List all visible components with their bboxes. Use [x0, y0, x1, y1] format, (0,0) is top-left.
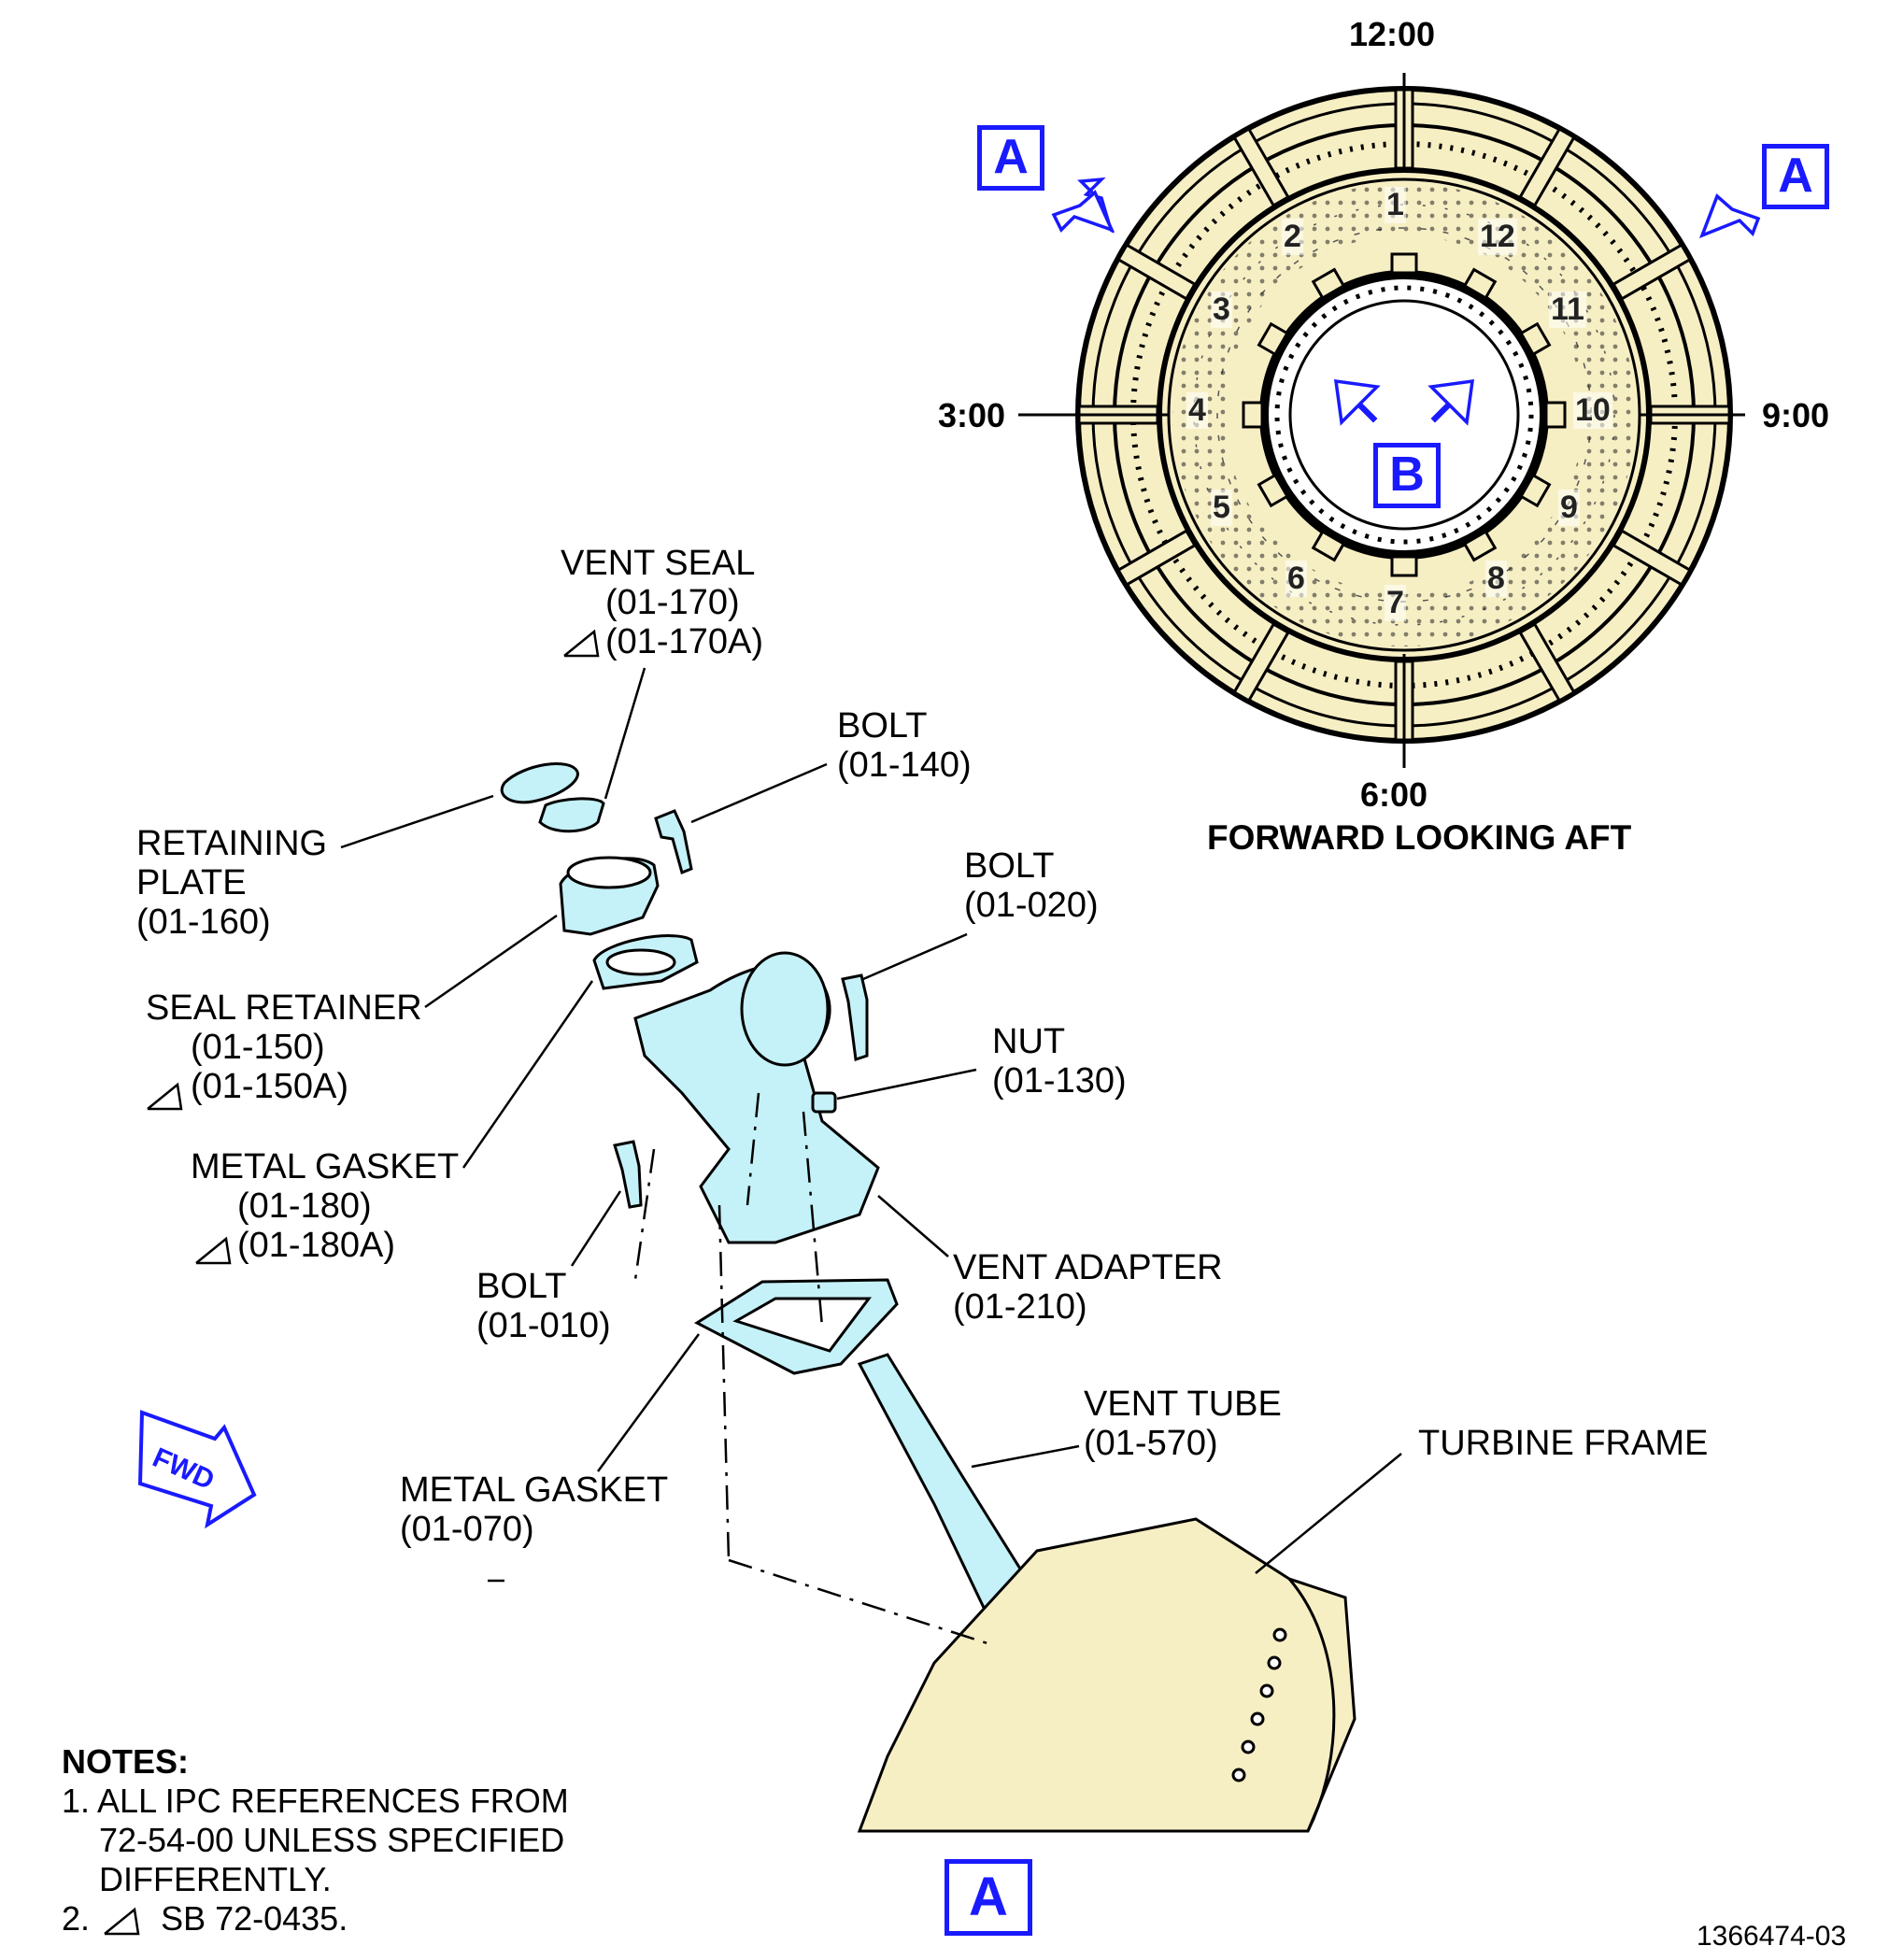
nut-130-label: NUT	[992, 1022, 1066, 1061]
view-marker-b: B	[1373, 443, 1441, 508]
note-1-line-2: 72-54-00 UNLESS SPECIFIED	[99, 1821, 565, 1859]
vent-seal-alt-ref: (01-170A)	[605, 622, 763, 661]
strut-number-10: 10	[1573, 392, 1612, 429]
turbine-ring-view	[1018, 73, 1761, 768]
sb-flag-symbols	[104, 629, 600, 1936]
nut-130-ref: (01-130)	[992, 1061, 1127, 1101]
note-2-prefix: 2.	[62, 1899, 91, 1938]
clock-label-3: 3:00	[938, 396, 1006, 434]
vent-adapter-ref: (01-210)	[953, 1287, 1087, 1327]
strut-number-7: 7	[1385, 585, 1406, 621]
view-title: FORWARD LOOKING AFT	[1207, 818, 1632, 857]
view-marker-a-bottom: A	[944, 1859, 1032, 1936]
strut-number-8: 8	[1485, 561, 1507, 597]
metal-gasket-070-label: METAL GASKET	[400, 1470, 669, 1510]
retaining-plate-ref: (01-160)	[136, 902, 271, 942]
strut-number-3: 3	[1211, 291, 1232, 328]
metal-gasket-180-alt-ref: (01-180A)	[237, 1226, 395, 1265]
strut-number-9: 9	[1558, 490, 1580, 526]
figure-id: 1366474-03	[1697, 1921, 1847, 1952]
view-marker-a-right: A	[1762, 144, 1829, 209]
note-1-line-3: DIFFERENTLY.	[99, 1860, 332, 1898]
metal-gasket-070-ref: (01-070)	[400, 1510, 534, 1549]
vent-tube-label: VENT TUBE	[1084, 1385, 1282, 1424]
bolt-020-ref: (01-020)	[964, 886, 1099, 925]
note-1-line-1: 1. ALL IPC REFERENCES FROM	[62, 1782, 569, 1820]
strut-number-2: 2	[1282, 219, 1303, 255]
notes-heading: NOTES:	[62, 1742, 190, 1781]
seal-retainer-alt-ref: (01-150A)	[191, 1067, 348, 1106]
turbine-frame-label: TURBINE FRAME	[1418, 1424, 1709, 1463]
bolt-140-label: BOLT	[837, 706, 928, 746]
note-2-text: SB 72-0435.	[161, 1899, 348, 1938]
strut-number-4: 4	[1186, 392, 1208, 429]
vent-seal-label: VENT SEAL	[561, 544, 756, 583]
retaining-plate-label-1: RETAINING	[136, 824, 328, 863]
clock-label-6: 6:00	[1360, 775, 1428, 814]
note-2: 2. SB 72-0435.	[62, 1899, 569, 1939]
bolt-020-label: BOLT	[964, 846, 1055, 886]
bolt-010-ref: (01-010)	[476, 1306, 611, 1345]
strut-number-1: 1	[1385, 187, 1406, 223]
vent-seal-ref: (01-170)	[605, 583, 740, 622]
strut-number-12: 12	[1478, 219, 1517, 255]
bolt-140-ref: (01-140)	[837, 746, 972, 785]
clock-label-12: 12:00	[1349, 15, 1436, 53]
notes-block: NOTES: 1. ALL IPC REFERENCES FROM 72-54-…	[62, 1742, 569, 1939]
metal-gasket-180-label: METAL GASKET	[191, 1147, 460, 1186]
vent-tube-ref: (01-570)	[1084, 1424, 1218, 1463]
fwd-arrow	[137, 1410, 257, 1529]
view-marker-a-left: A	[977, 125, 1044, 191]
strut-number-11: 11	[1549, 291, 1586, 328]
metal-gasket-180-ref: (01-180)	[237, 1186, 372, 1226]
turbine-frame-shape	[857, 1517, 1356, 1833]
retaining-plate-label-2: PLATE	[136, 863, 247, 902]
clock-label-9: 9:00	[1762, 396, 1830, 434]
leader-lines	[340, 667, 1402, 1583]
strut-number-6: 6	[1285, 561, 1307, 597]
vent-adapter-label: VENT ADAPTER	[953, 1248, 1223, 1287]
bolt-010-label: BOLT	[476, 1267, 567, 1306]
seal-retainer-label: SEAL RETAINER	[146, 988, 422, 1028]
strut-number-5: 5	[1211, 490, 1232, 526]
alignment-lines	[633, 1092, 991, 1646]
seal-retainer-ref: (01-150)	[191, 1028, 325, 1067]
